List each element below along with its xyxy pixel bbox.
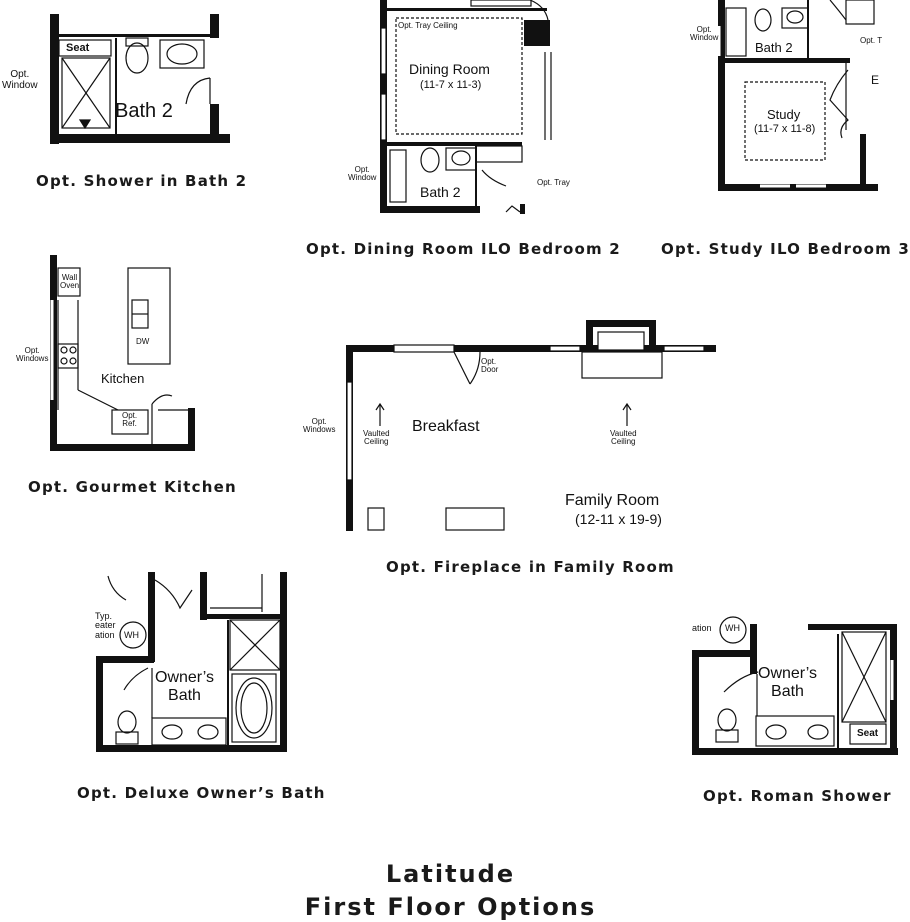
seat-label: Seat <box>857 728 879 739</box>
page-subtitle: First Floor Options <box>304 893 597 921</box>
room-label-kitchen: Kitchen <box>101 371 145 386</box>
plan-fireplace <box>346 320 716 531</box>
plan-study <box>717 0 878 191</box>
room-label-dining: Dining Room <box>409 61 490 77</box>
caption-dining-room: Opt. Dining Room ILO Bedroom 2 <box>306 240 621 258</box>
opt-label: Opt. T <box>860 36 883 45</box>
wh-label: WH <box>124 630 139 640</box>
room-label-study: Study <box>767 107 801 122</box>
plan-shower-bath2 <box>46 14 230 144</box>
edge-label: E <box>871 73 880 87</box>
vaulted-ceiling-label: Vaulted Ceiling <box>363 429 390 447</box>
heater-label: Typ. eater ation <box>95 611 116 640</box>
plan-dining-room <box>380 0 552 214</box>
room-label-bath2: Bath 2 <box>755 40 793 55</box>
caption-gourmet-kitchen: Opt. Gourmet Kitchen <box>28 478 237 496</box>
seat-label: Seat <box>66 42 90 54</box>
room-label-breakfast: Breakfast <box>412 418 480 435</box>
dims-label-study: (11-7 x 11-8) <box>754 123 816 135</box>
tray-ceiling-label: Opt. Tray Ceiling <box>398 21 458 30</box>
dims-label-family: (12-11 x 19-9) <box>575 511 662 527</box>
ation-label: ation <box>692 623 712 633</box>
room-label-family: Family Room <box>565 492 660 509</box>
ref-label: Opt. Ref. <box>122 411 138 429</box>
door-label: Opt. Door <box>481 357 499 375</box>
tray-label: Opt. Tray <box>537 178 570 187</box>
caption-fireplace: Opt. Fireplace in Family Room <box>386 558 675 576</box>
wh-label: WH <box>725 623 740 633</box>
page-title: Latitude <box>385 860 516 888</box>
caption-shower-bath2: Opt. Shower in Bath 2 <box>36 172 248 190</box>
room-label-owners-bath: Owner’s Bath <box>155 669 214 704</box>
window-label: Opt. Window <box>348 165 377 183</box>
window-label: Opt. Window <box>690 25 719 43</box>
room-label-owners-bath: Owner’s Bath <box>758 665 817 700</box>
room-label-bath2: Bath 2 <box>420 184 461 200</box>
window-label: Opt. Window <box>2 69 38 91</box>
dw-label: DW <box>136 337 150 346</box>
caption-roman-shower: Opt. Roman Shower <box>703 787 892 805</box>
wall-oven-label: Wall Oven <box>60 273 80 291</box>
vaulted-ceiling-label: Vaulted Ceiling <box>610 429 637 447</box>
caption-deluxe-owners-bath: Opt. Deluxe Owner’s Bath <box>77 784 326 802</box>
plan-deluxe-owners-bath <box>96 572 287 752</box>
windows-label: Opt. Windows <box>303 417 336 435</box>
plan-gourmet-kitchen <box>50 255 195 451</box>
windows-label: Opt. Windows <box>16 346 49 364</box>
plan-roman-shower <box>692 616 898 755</box>
dims-label-dining: (11-7 x 11-3) <box>420 79 482 91</box>
caption-study: Opt. Study ILO Bedroom 3 <box>661 240 910 258</box>
room-label-bath2: Bath 2 <box>115 100 173 122</box>
